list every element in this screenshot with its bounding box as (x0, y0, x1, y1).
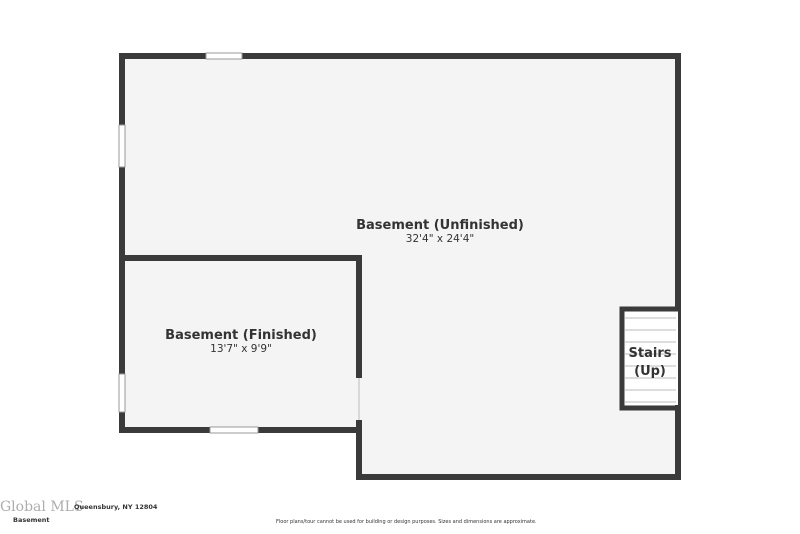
stairs-label-line2: (Up) (634, 364, 666, 379)
walls (119, 53, 681, 480)
watermark: Global MLS (0, 499, 84, 515)
room-dimensions: 32'4" x 24'4" (405, 233, 475, 245)
stairs-label-line1: Stairs (628, 346, 672, 361)
room-name: Basement (Finished) (165, 328, 317, 343)
stairs (619, 306, 678, 411)
room-name: Basement (Unfinished) (356, 218, 524, 233)
room-dimensions: 13'7" x 9'9" (210, 343, 272, 355)
stairs-label: Stairs (Up) (629, 345, 672, 381)
floor-area (122, 56, 678, 477)
disclaimer: Floor plans/tour cannot be used for buil… (276, 519, 537, 525)
room-label-unfinished: Basement (Unfinished) 32'4" x 24'4" (356, 218, 524, 245)
windows (118, 52, 259, 434)
floor-name: Basement (13, 516, 50, 524)
address: Queensbury, NY 12804 (74, 503, 158, 511)
room-label-finished: Basement (Finished) 13'7" x 9'9" (165, 328, 317, 355)
